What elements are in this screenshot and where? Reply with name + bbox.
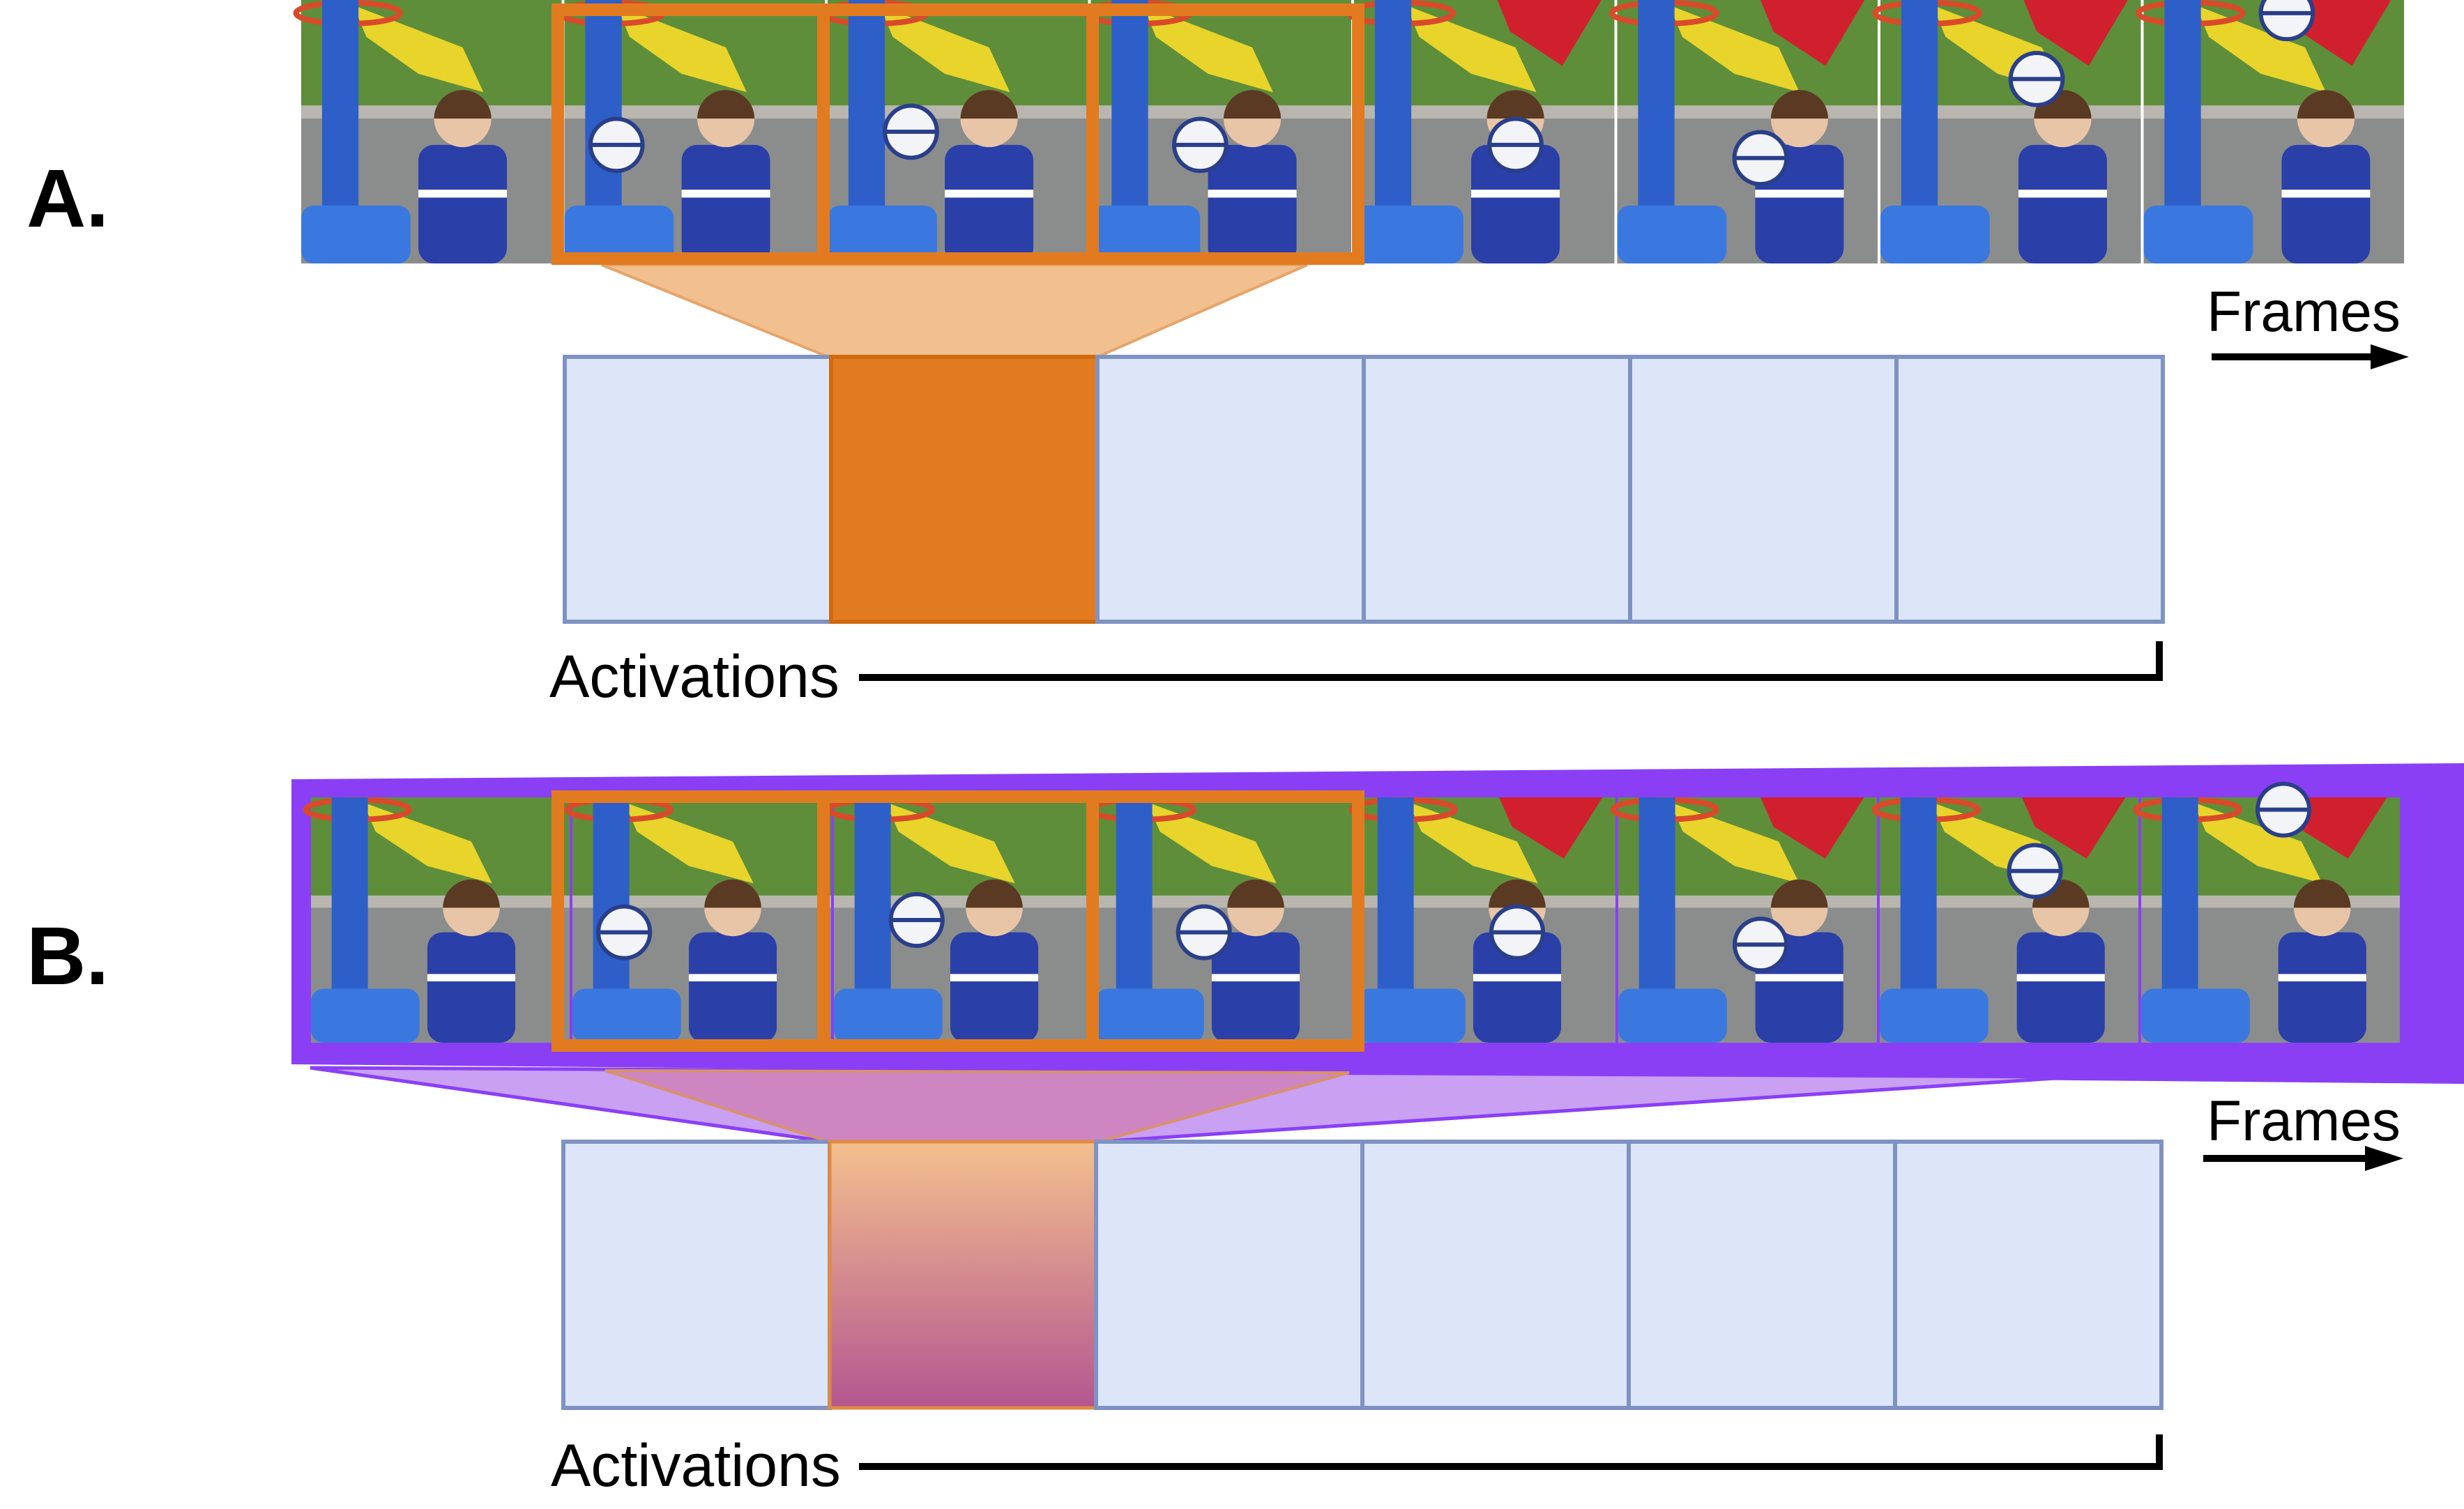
- panel-b-label: B.: [26, 910, 109, 1002]
- activations-bracket-b: [859, 1434, 2163, 1470]
- panel-b: B. Frames Activations: [26, 763, 2464, 1499]
- video-frame: [2133, 781, 2400, 1043]
- activation-row-a: [563, 355, 2165, 624]
- activation-cell: [1362, 355, 1632, 624]
- video-frame: [1346, 0, 1615, 263]
- video-frame: [1872, 0, 2141, 263]
- video-frame: [1083, 0, 1351, 263]
- activation-cell-highlighted: [828, 1140, 1098, 1410]
- frames-arrowhead-a: [2371, 344, 2409, 369]
- activation-cell: [1627, 1140, 1897, 1410]
- video-frame: [1609, 0, 1878, 263]
- activations-label-a: Activations: [549, 643, 839, 710]
- activation-cell: [1894, 355, 2165, 624]
- video-frame: [826, 797, 1093, 1043]
- activation-cell: [1628, 355, 1899, 624]
- video-frame: [1348, 797, 1615, 1043]
- frame-strip-a: [293, 0, 2404, 263]
- video-frame: [564, 797, 831, 1043]
- activation-row-b: [561, 1140, 2163, 1410]
- frames-label-a: Frames: [2207, 280, 2401, 344]
- video-frame: [2136, 0, 2404, 263]
- frames-arrowhead-b: [2365, 1146, 2403, 1171]
- activation-cell: [1094, 1140, 1364, 1410]
- activation-cell: [563, 355, 833, 624]
- frame-strip-b: [303, 781, 2400, 1043]
- activation-cell: [1893, 1140, 2163, 1410]
- activations-bracket-a: [859, 641, 2163, 681]
- activation-cell: [1095, 355, 1366, 624]
- video-frame: [1871, 797, 2138, 1043]
- video-frame: [303, 797, 570, 1043]
- frame-window-a: [552, 3, 1364, 265]
- video-frame: [819, 0, 1088, 263]
- panel-a: A. Frames Activations: [26, 0, 2409, 710]
- frame-window-b: [552, 790, 1364, 1052]
- video-frame: [1087, 797, 1354, 1043]
- receptive-field-a: [601, 263, 1308, 358]
- video-frame: [1610, 797, 1877, 1043]
- activation-cell: [561, 1140, 832, 1410]
- panel-a-label: A.: [26, 153, 109, 245]
- video-frame: [556, 0, 825, 263]
- activation-cell: [1360, 1140, 1631, 1410]
- video-frame: [293, 0, 562, 263]
- frames-label-b: Frames: [2207, 1089, 2401, 1153]
- activations-label-b: Activations: [551, 1432, 841, 1499]
- activation-cell-highlighted: [829, 355, 1100, 624]
